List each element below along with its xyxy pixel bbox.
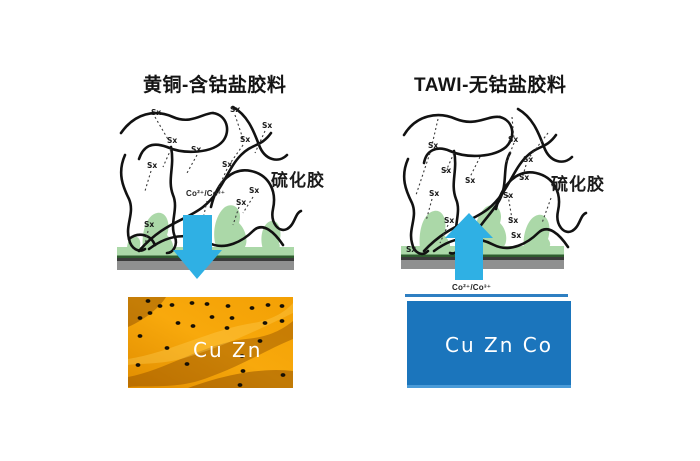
svg-text:Sx: Sx [240,135,250,144]
right-crosslinks [415,116,552,244]
svg-text:Sx: Sx [503,191,513,200]
left-vulcanized-rubber-label: 硫化胶 [271,171,325,190]
right-cobalt-ion-label: Co²⁺/Co³⁺ [452,283,492,292]
svg-text:Sx: Sx [151,108,161,117]
svg-text:Sx: Sx [236,198,246,207]
svg-text:Sx: Sx [508,216,518,225]
left-cobalt-ion-label: Co²⁺/Co³⁺ [186,189,226,198]
left-panel-title: 黄铜-含钴盐胶料 [143,75,287,96]
svg-text:Sx: Sx [167,136,177,145]
svg-text:Sx: Sx [191,145,201,154]
brass-plate-label: Cu Zn [193,338,263,362]
right-migration-arrow-up [445,213,493,280]
svg-text:Sx: Sx [429,189,439,198]
svg-text:Sx: Sx [222,160,232,169]
svg-text:Sx: Sx [428,141,438,150]
svg-text:Sx: Sx [444,216,454,225]
svg-text:Sx: Sx [523,155,533,164]
svg-text:Sx: Sx [519,173,529,182]
svg-text:Sx: Sx [262,121,272,130]
right-divider-line [405,294,568,297]
cobalt-plate [407,301,571,388]
svg-text:Sx: Sx [144,220,154,229]
right-vulcanized-rubber-label: 硫化胶 [551,175,605,194]
brass-plate [128,297,293,388]
svg-text:Sx: Sx [230,105,240,114]
svg-text:Sx: Sx [147,161,157,170]
svg-text:Sx: Sx [511,231,521,240]
svg-text:Sx: Sx [508,135,518,144]
left-polymer-chains [119,105,303,255]
svg-text:Sx: Sx [465,176,475,185]
right-panel-title: TAWI-无钴盐胶料 [414,75,567,96]
left-crosslinks [144,114,266,246]
svg-text:Sx: Sx [441,166,451,175]
svg-text:Sx: Sx [406,245,416,254]
brass-texture-waves [128,297,293,388]
cobalt-plate-label: Cu Zn Co [445,333,553,357]
brass-particles [135,299,286,387]
svg-text:Sx: Sx [249,186,259,195]
left-migration-arrow-down [173,215,222,279]
